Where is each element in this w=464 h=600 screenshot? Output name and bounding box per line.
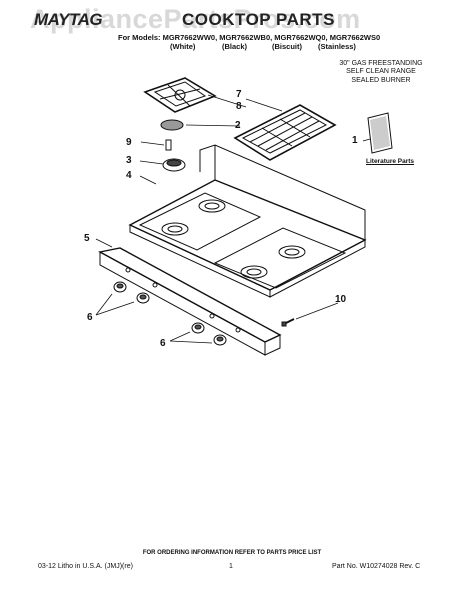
color-white: (White) [170,42,196,51]
cooktop-icon [128,144,367,298]
literature-booklet-icon [367,112,393,154]
burner-grate-rear-icon [233,104,337,161]
callout-8: 8 [236,101,242,112]
burner-base-icon [162,158,186,172]
callout-9: 9 [126,137,132,148]
leader-lines [95,94,371,344]
section-title: COOKTOP PARTS [182,10,335,29]
literature-label: Literature Parts [366,158,415,165]
callout-6-left: 6 [87,312,93,323]
description-line: 30" GAS FREESTANDING [339,60,423,67]
electrode-icon [165,139,172,151]
callout-3: 3 [126,155,132,166]
part-number: Part No. W10274028 Rev. C [332,563,421,570]
page-number: 1 [229,563,233,570]
callout-2: 2 [235,120,241,131]
color-black: (Black) [222,42,248,51]
callout-7: 7 [236,89,242,100]
ordering-note: FOR ORDERING INFORMATION REFER TO PARTS … [142,550,322,556]
litho-line: 03-12 Litho in U.S.A. (JMJ)(re) [38,563,133,570]
brand-logo: MAYTAG [34,10,103,29]
control-knobs-icon [113,281,227,346]
burner-grate-icon [143,77,217,113]
description-line: SELF CLEAN RANGE [346,68,416,76]
models-line: For Models: MGR7662WW0, MGR7662WB0, MGR7… [118,33,381,42]
screw-icon [281,318,295,327]
callout-4: 4 [126,170,132,181]
burner-cap-icon [160,119,184,131]
description-line: SEALED BURNER [351,76,411,84]
color-stainless: (Stainless) [318,42,356,51]
callout-5: 5 [84,233,90,244]
color-biscuit: (Biscuit) [272,42,302,51]
model-description: 30" GAS FREESTANDING SELF CLEAN RANGE SE… [336,60,426,85]
callout-6-right: 6 [160,338,166,349]
callout-10: 10 [335,294,347,305]
watermark: AppliancePartsPros.com [30,4,361,34]
callout-1: 1 [352,135,358,146]
manifold-panel-icon [97,247,282,356]
